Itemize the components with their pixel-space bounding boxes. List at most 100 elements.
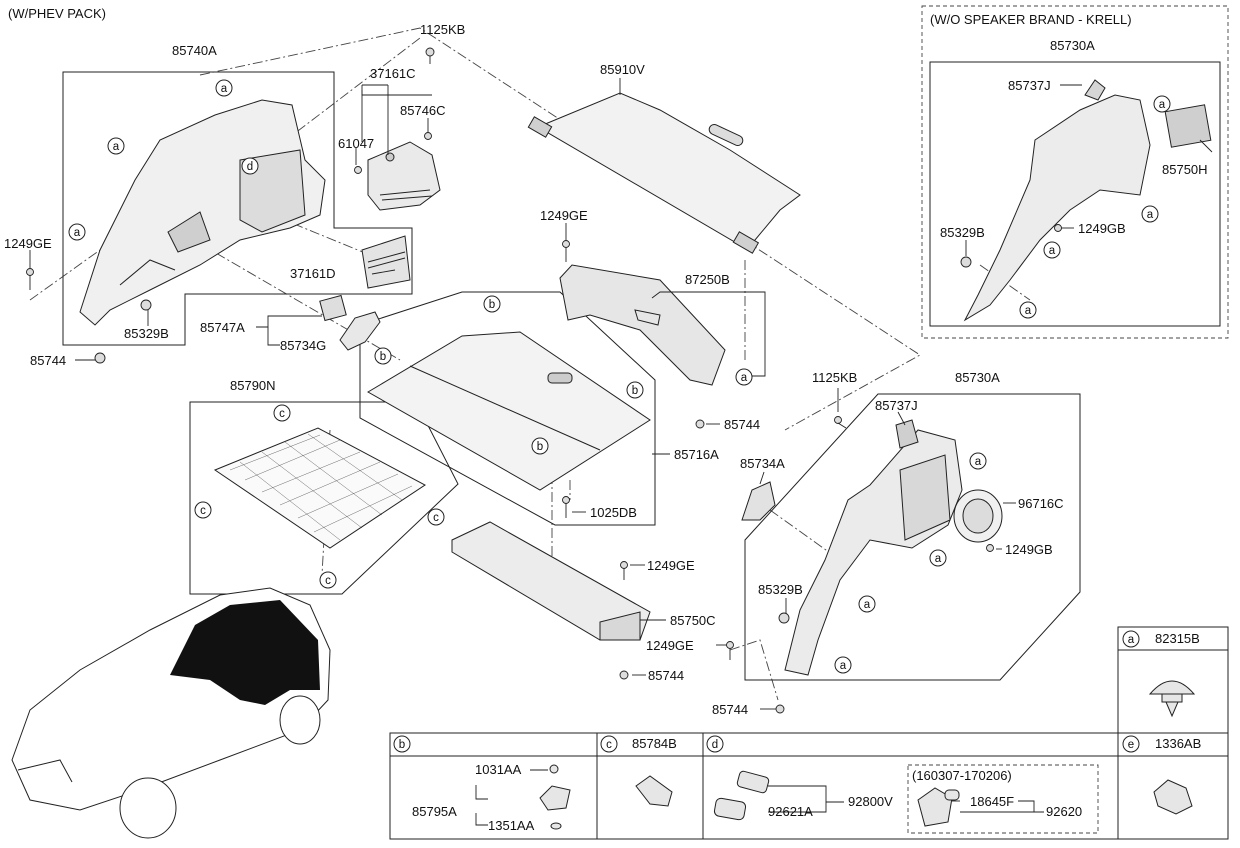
label-85737J-right: 85737J	[875, 398, 918, 413]
part-labels: 85740A 1125KB 37161C 85746C 61047 37161D…	[4, 12, 1208, 717]
callout-a-5: a	[969, 452, 987, 470]
pad-85734G	[339, 311, 381, 351]
label-85716A: 85716A	[674, 447, 719, 462]
svg-text:a: a	[935, 553, 942, 565]
callout-a-3: a	[68, 223, 86, 241]
cover-37161C	[367, 141, 441, 211]
svg-text:b: b	[399, 739, 405, 751]
legend-e-header: e	[1122, 735, 1140, 753]
label-85750H: 85750H	[1162, 162, 1208, 177]
fasteners	[26, 47, 1062, 714]
diagram-callouts: a a d a b b b b a c c c c a a a a a a a …	[68, 79, 1171, 674]
legend-d-18645F: 18645F	[970, 794, 1014, 809]
label-85730A-krell: 85730A	[1050, 38, 1095, 53]
legend-e-part: 1336AB	[1155, 736, 1201, 751]
svg-text:d: d	[712, 739, 718, 751]
legend-d-92620: 92620	[1046, 804, 1082, 819]
callout-a-12: a	[1019, 301, 1037, 319]
trim-group-frame-left	[62, 71, 413, 346]
label-1025DB: 1025DB	[590, 505, 637, 520]
svg-text:a: a	[864, 599, 871, 611]
label-85790N: 85790N	[230, 378, 276, 393]
legend-b-1351AA: 1351AA	[488, 818, 535, 833]
callout-c-3: c	[427, 508, 445, 526]
trim-group-frame-right	[744, 393, 1081, 681]
krell-option-box	[921, 5, 1229, 339]
svg-text:a: a	[741, 372, 748, 384]
callout-c-4: c	[319, 571, 337, 589]
variant-label: (W/PHEV PACK)	[8, 6, 106, 21]
legend-c-header: c	[600, 735, 618, 753]
label-1249GB-krell: 1249GB	[1078, 221, 1126, 236]
quarter-trim-krell	[963, 79, 1151, 322]
svg-text:a: a	[74, 227, 81, 239]
callout-a-1: a	[215, 79, 233, 97]
callout-b-3: b	[626, 381, 644, 399]
clip-82315B-icon	[1148, 680, 1196, 718]
label-85734A: 85734A	[740, 456, 785, 471]
label-1249GE-left: 1249GE	[4, 236, 52, 251]
svg-text:a: a	[1159, 99, 1166, 111]
label-85747A: 85747A	[200, 320, 245, 335]
luggage-board-85716A	[367, 331, 651, 491]
quarter-trim-right	[784, 419, 963, 676]
callout-a-11: a	[1043, 241, 1061, 259]
legend-b-header: b	[393, 735, 411, 753]
callout-a-7: a	[858, 595, 876, 613]
label-1249GE-low: 1249GE	[646, 638, 694, 653]
svg-text:c: c	[279, 408, 285, 420]
callout-a-4: a	[735, 368, 753, 386]
legend-a-header: a	[1122, 630, 1140, 648]
label-85750C: 85750C	[670, 613, 716, 628]
label-85744-mid: 85744	[724, 417, 760, 432]
krell-group-frame	[929, 61, 1221, 327]
legend-d-92621A: 92621A	[768, 804, 813, 819]
svg-text:a: a	[1128, 634, 1135, 646]
label-1125KB-right: 1125KB	[812, 370, 857, 385]
lamp-92800V-icon	[713, 770, 770, 821]
label-87250B: 87250B	[685, 272, 730, 287]
net-group-frame	[189, 401, 459, 595]
label-85744-tray: 85744	[648, 668, 684, 683]
legend-d-92800V: 92800V	[848, 794, 893, 809]
label-37161C: 37161C	[370, 66, 416, 81]
svg-text:a: a	[113, 141, 120, 153]
sill-trim-87250B	[559, 264, 726, 386]
svg-text:e: e	[1128, 739, 1134, 751]
underfloor-tray-85750C	[451, 521, 651, 641]
legend-a-part: 82315B	[1155, 631, 1200, 646]
legend-headers: a b c d e	[393, 630, 1140, 753]
label-61047: 61047	[338, 136, 374, 151]
svg-text:b: b	[537, 441, 543, 453]
callout-b-2: b	[374, 347, 392, 365]
callout-b-4: b	[531, 437, 549, 455]
date-range-box	[907, 764, 1099, 834]
label-1249GE-tray: 1249GE	[647, 558, 695, 573]
svg-text:c: c	[433, 512, 439, 524]
callout-d-1: d	[241, 157, 259, 175]
callout-b-1: b	[483, 295, 501, 313]
board-group-frame	[359, 291, 656, 526]
tonneau-cover-85910V	[527, 92, 801, 254]
label-85329B-left: 85329B	[124, 326, 169, 341]
label-85737J-krell: 85737J	[1008, 78, 1051, 93]
pad-85747A	[319, 294, 347, 322]
label-85744-right: 85744	[712, 702, 748, 717]
svg-text:a: a	[221, 83, 228, 95]
callout-a-10: a	[1141, 205, 1159, 223]
label-85744-left: 85744	[30, 353, 66, 368]
legend-labels: 82315B 85784B 1336AB 1031AA 85795A 1351A…	[412, 631, 1201, 833]
svg-text:b: b	[489, 299, 495, 311]
grille-37161D	[361, 235, 411, 289]
legend-table	[389, 626, 1229, 840]
legend-c-part: 85784B	[632, 736, 677, 751]
net-hook-85784B-icon	[635, 775, 673, 807]
cargo-net-85790N	[213, 427, 426, 549]
label-85730A-right: 85730A	[955, 370, 1000, 385]
svg-text:c: c	[200, 505, 206, 517]
label-96716C: 96716C	[1018, 496, 1064, 511]
callout-a-2: a	[107, 137, 125, 155]
lamp-92620-icon	[917, 787, 960, 827]
pad-85750H	[1164, 104, 1212, 148]
